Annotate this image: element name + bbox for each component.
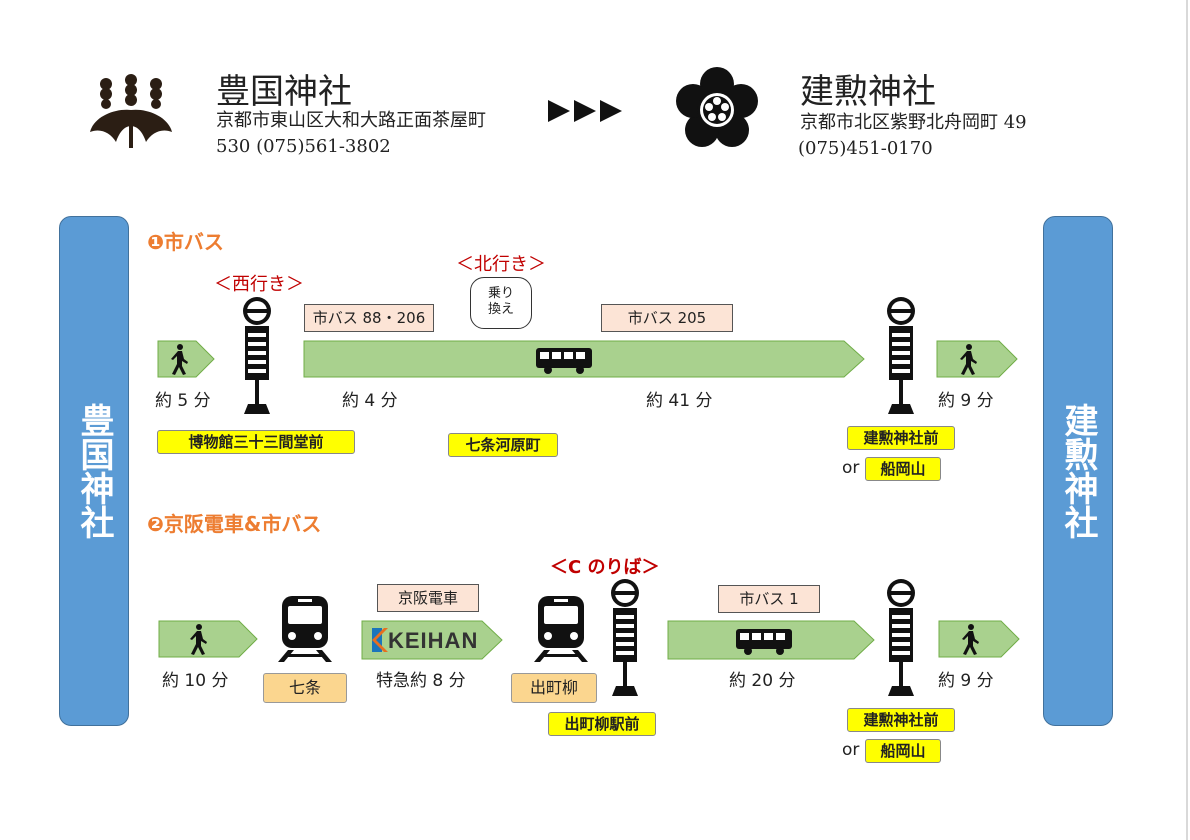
route2-train-time: 特急約 8 分	[376, 671, 466, 691]
bus-icon	[736, 629, 792, 655]
destination-address: 京都市北区紫野北舟岡町 49 (075)451-0170	[798, 110, 1027, 162]
route2-station-end: 出町柳	[511, 673, 597, 703]
destination-sidebar: 建勲神社	[1043, 216, 1113, 726]
train-icon-end	[534, 594, 588, 664]
origin-shrine-name: 豊国神社	[216, 72, 352, 112]
route2-walk-end-time: 約 9 分	[938, 671, 994, 691]
walking-person-icon	[171, 344, 188, 375]
transfer-line1: 乗り	[487, 286, 514, 301]
keihan-logo-icon	[372, 628, 388, 652]
route1-bus-stop-sign-end	[880, 296, 922, 416]
origin-sidebar-text: 豊国神社	[74, 403, 114, 539]
route2-bus-time: 約 20 分	[729, 671, 796, 691]
route1-title: ❶市バス	[147, 230, 224, 254]
walking-person-icon	[190, 624, 207, 655]
route1-walk-arrow-start	[157, 340, 216, 378]
route2-direction-c-text: ＜C のりば＞	[550, 557, 660, 578]
route2-walk-start-time: 約 10 分	[162, 671, 229, 691]
destination-address-line2: (075)451-0170	[798, 138, 933, 159]
route1-stop-end: 建勲神社前	[847, 426, 955, 450]
route1-bus-arrow	[303, 340, 866, 378]
destination-crest-icon	[676, 67, 758, 150]
route1-bus-a-label: 市バス 88・206	[304, 304, 434, 332]
route2-stop-start: 出町柳駅前	[548, 712, 656, 736]
route1-direction-west: ＜西行き＞	[214, 274, 304, 295]
route2-station-start: 七条	[263, 673, 347, 703]
route1-walk-start-time: 約 5 分	[155, 391, 211, 411]
route1-or-label: or	[842, 458, 860, 478]
route1-stop-start: 博物館三十三間堂前	[157, 430, 355, 454]
route2-bus-stop-sign-end	[880, 578, 922, 698]
origin-sidebar-label: 豊国神社	[74, 403, 114, 539]
route1-ride-b-time: 約 41 分	[646, 391, 713, 411]
keihan-logo-text: KEIHAN	[388, 628, 479, 653]
origin-address: 京都市東山区大和大路正面茶屋町 530 (075)561-3802	[216, 108, 486, 160]
route2-title: ❷京阪電車&市バス	[147, 512, 322, 536]
route1-direction-north: ＜北行き＞	[456, 254, 546, 275]
destination-sidebar-text: 建勲神社	[1058, 403, 1098, 539]
route1-walk-end-time: 約 9 分	[938, 391, 994, 411]
route1-bus-b-label: 市バス 205	[601, 304, 733, 332]
route1-transfer-note: 乗り 換え	[470, 277, 532, 329]
triple-arrow-icon	[548, 98, 624, 124]
route2-bus-label: 市バス 1	[718, 585, 820, 613]
route1-stop-transfer: 七条河原町	[448, 433, 558, 457]
route2-or-label: or	[842, 740, 860, 760]
walking-person-icon	[960, 344, 977, 375]
origin-address-line2: 530 (075)561-3802	[216, 136, 391, 157]
transfer-line2: 換え	[487, 302, 514, 317]
route2-direction-c: ＜C のりば＞	[550, 553, 659, 579]
origin-address-line1: 京都市東山区大和大路正面茶屋町	[216, 110, 486, 131]
destination-address-line1: 京都市北区紫野北舟岡町 49	[800, 112, 1027, 133]
route2-stop-end: 建勲神社前	[847, 708, 955, 732]
route2-train-label: 京阪電車	[377, 584, 479, 612]
origin-crest-icon	[86, 70, 176, 150]
page-edge-line	[1186, 0, 1188, 840]
bus-icon	[536, 348, 592, 374]
route2-bus-arrow	[667, 620, 876, 660]
route2-bus-stop-sign-c	[604, 578, 646, 698]
route1-walk-arrow-end	[936, 340, 1019, 378]
destination-shrine-name: 建勲神社	[800, 72, 936, 112]
route2-walk-arrow-start	[158, 620, 259, 658]
route2-walk-arrow-end	[938, 620, 1021, 658]
route1-ride-a-time: 約 4 分	[342, 391, 398, 411]
route1-stop-end-alt: 船岡山	[865, 457, 941, 481]
route1-bus-stop-sign-start	[236, 296, 278, 416]
destination-sidebar-label: 建勲神社	[1058, 403, 1098, 539]
route2-stop-end-alt: 船岡山	[865, 739, 941, 763]
walking-person-icon	[962, 624, 979, 655]
train-icon-start	[278, 594, 332, 664]
route2-train-arrow: KEIHAN	[361, 620, 504, 660]
origin-sidebar: 豊国神社	[59, 216, 129, 726]
